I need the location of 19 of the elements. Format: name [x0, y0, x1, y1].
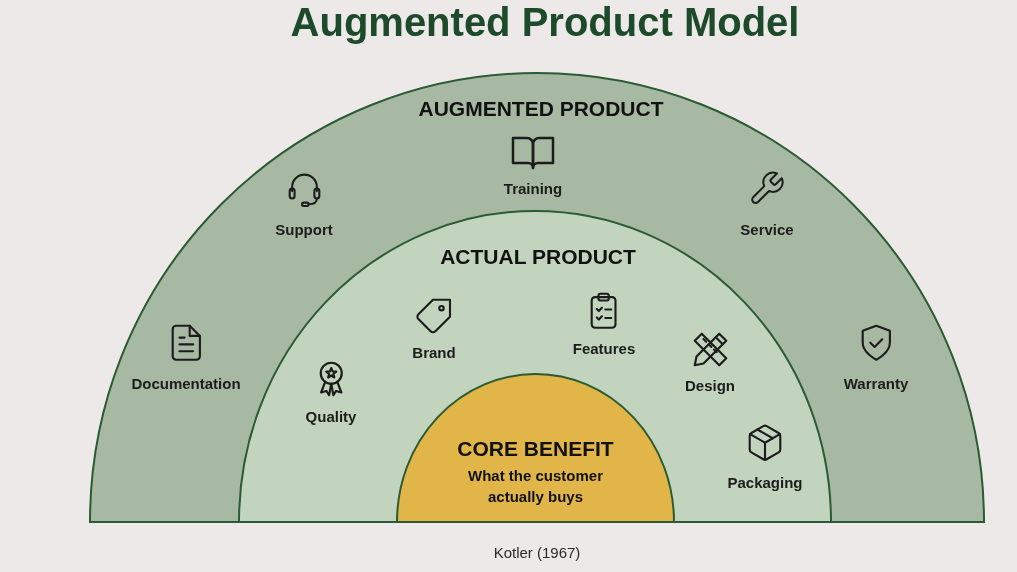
diagram-title: Augmented Product Model: [290, 0, 800, 46]
ring-heading: AUGMENTED PRODUCT: [418, 95, 664, 121]
item-label: Features: [572, 340, 636, 358]
item-label: Quality: [305, 408, 357, 426]
core-heading: CORE BENEFIT: [457, 435, 614, 461]
source-caption: Kotler (1967): [493, 544, 581, 562]
item-label: Brand: [412, 344, 456, 362]
middle-semicircle: [238, 210, 832, 523]
item-label: Support: [275, 221, 333, 239]
outer-semicircle: [89, 72, 985, 523]
core-semicircle: [396, 373, 675, 523]
ring-heading: ACTUAL PRODUCT: [440, 243, 636, 269]
item-label: Service: [740, 221, 794, 239]
item-label: Packaging: [727, 474, 803, 492]
item-label: Design: [685, 377, 735, 395]
item-label: Warranty: [843, 375, 909, 393]
core-description: What the customer actually buys: [467, 466, 604, 507]
item-label: Training: [503, 180, 563, 198]
item-label: Documentation: [131, 375, 241, 393]
